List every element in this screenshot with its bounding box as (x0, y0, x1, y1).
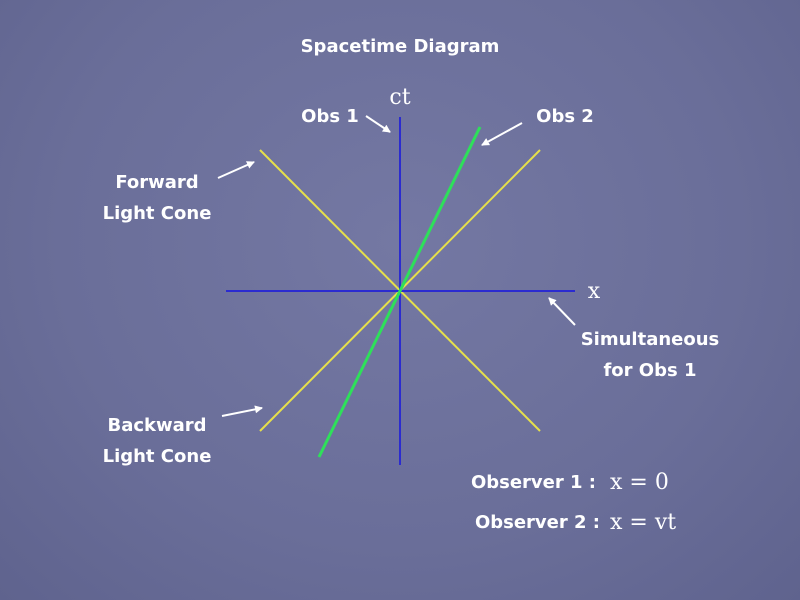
obs2-label: Obs 2 (536, 106, 594, 127)
backward-label-2: Light Cone (103, 446, 212, 467)
obs1-label: Obs 1 (301, 106, 359, 127)
equation2-formula: x = vt (610, 510, 676, 535)
simultaneous-arrow (548, 297, 576, 326)
equation1-formula: x = 0 (610, 470, 669, 495)
obs2-arrow (481, 122, 523, 146)
backward-label-1: Backward (107, 415, 206, 436)
diagram-title: Spacetime Diagram (301, 36, 500, 57)
forward-arrow (217, 161, 255, 179)
observer2-worldline (317, 126, 482, 458)
simultaneous-label-1: Simultaneous (581, 329, 720, 350)
equation1-label: Observer 1 : (471, 472, 596, 493)
simultaneous-label-2: for Obs 1 (603, 360, 696, 381)
obs1-arrow (365, 115, 391, 133)
x-axis-label: x (588, 279, 601, 304)
backward-arrow (221, 405, 263, 417)
equation2-label: Observer 2 : (475, 512, 600, 533)
ct-axis-label: ct (389, 85, 410, 110)
forward-label-2: Light Cone (103, 203, 212, 224)
forward-label-1: Forward (115, 172, 198, 193)
